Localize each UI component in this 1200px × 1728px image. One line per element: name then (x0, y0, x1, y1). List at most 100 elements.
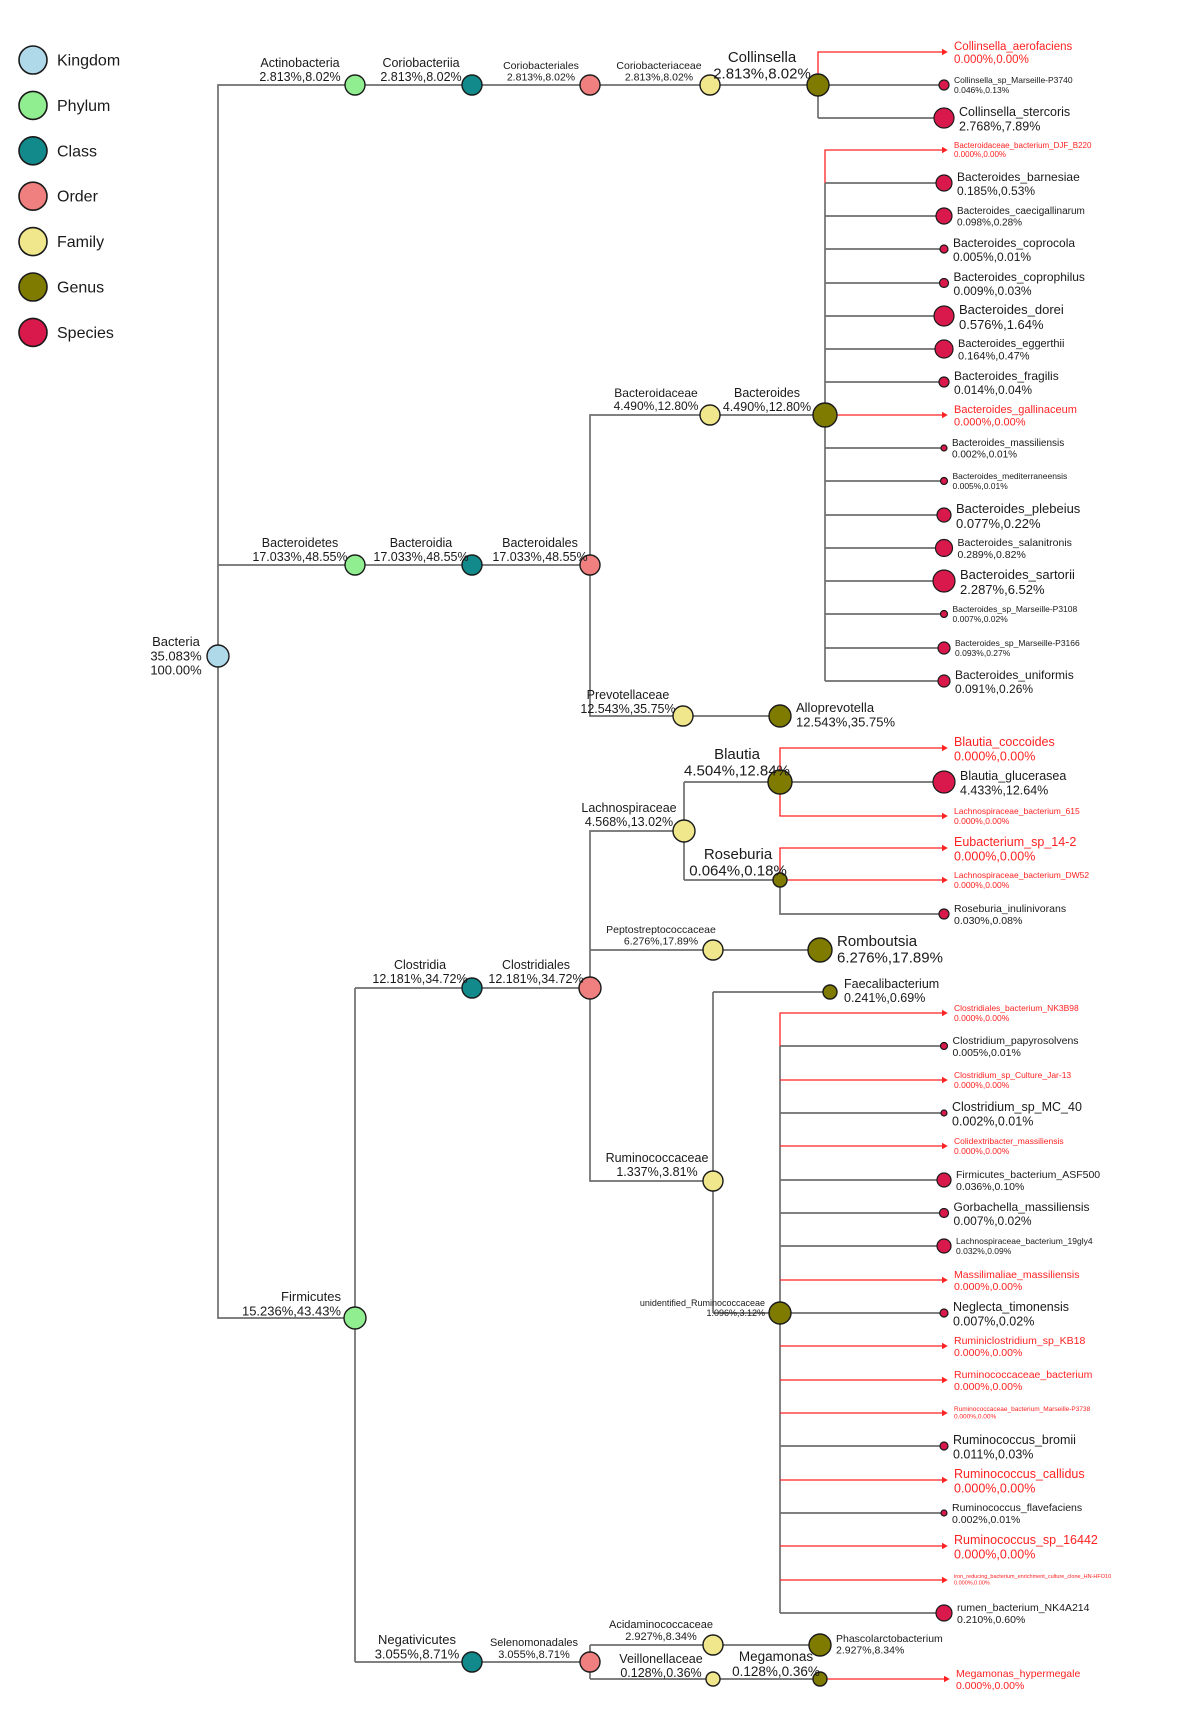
legend-order-swatch (18, 181, 48, 211)
label-collinsella-value: 2.813%,8.02% (713, 66, 811, 83)
tip-label-collinsella-stercoris-name: Collinsella_stercoris (959, 105, 1070, 119)
missing-species-arrow-lachnospiraceae-bacterium-615 (942, 812, 948, 820)
species-node-lachnospiraceae-bacterium-19gly4-circle (936, 1238, 952, 1254)
tip-label-bacteroidaceae-bacterium-djf-b220-name: Bacteroidaceae_bacterium_DJF_B220 (954, 141, 1092, 150)
label-negativicutes-name: Negativicutes (378, 1632, 457, 1647)
tip-label-iron-reducing-bacterium-enrichment-culture-clone-hn-hfo10-value: 0.000%,0.00% (954, 1580, 990, 1586)
species-node-bacteroides-dorei-circle (933, 305, 955, 327)
legend-kingdom-label: Kingdom (57, 53, 120, 70)
node-bacteroidaceae-family-circle (699, 404, 721, 426)
tip-label-bacteroides-caecigallinarum-name: Bacteroides_caecigallinarum (957, 206, 1085, 217)
tip-label-firmicutes-bacterium-asf500-name: Firmicutes_bacterium_ASF500 (956, 1169, 1100, 1181)
node-blautia-genus-circle (767, 769, 793, 795)
tip-label-collinsella-aerofaciens-name: Collinsella_aerofaciens (954, 41, 1073, 53)
species-node-bacteroides-sp-marseille-p3108-circle (939, 609, 949, 619)
label-bacteroides-name: Bacteroides (734, 386, 800, 400)
label-bacteria-name: Bacteria (152, 634, 200, 649)
node-acidaminococcaceae-family-circle (702, 1634, 724, 1656)
label-acidaminococcaceae-value: 2.927%,8.34% (625, 1631, 697, 1643)
tip-label-iron-reducing-bacterium-enrichment-culture-clone-hn-hfo10-name: iron_reducing_bacterium_enrichment_cultu… (954, 1574, 1111, 1580)
tip-label-bacteroides-eggerthii-value: 0.164%,0.47% (958, 351, 1030, 363)
species-node-ruminococcus-flavefaciens-circle (940, 1509, 948, 1517)
tip-label-lachnospiraceae-bacterium-615-name: Lachnospiraceae_bacterium_615 (954, 806, 1080, 816)
legend-species-swatch (18, 317, 48, 348)
species-node-collinsella-sp-marseille-p3740-circle (938, 79, 950, 91)
tip-label-bacteroides-gallinaceum-value: 0.000%,0.00% (954, 417, 1026, 429)
species-node-bacteroides-coprocola-circle (939, 244, 949, 254)
species-node-bacteroides-eggerthii-circle (934, 339, 954, 359)
node-collinsella-genus-circle (806, 73, 830, 97)
species-node-firmicutes-bacterium-asf500-circle (936, 1172, 952, 1188)
label-prevotellaceae-value: 12.543%,35.75% (580, 702, 675, 716)
tip-label-collinsella-stercoris-value: 2.768%,7.89% (959, 119, 1040, 133)
missing-species-arrow-colidextribacter-massiliensis (942, 1142, 948, 1150)
label-megamonas-value: 0.128%,0.36% (732, 1664, 820, 1679)
node-romboutsia-genus-circle (807, 937, 833, 963)
node-megamonas-genus-circle (812, 1671, 828, 1687)
label-collinsella-name: Collinsella (728, 49, 797, 66)
node-phascolarctobacterium-genus-circle (808, 1633, 832, 1657)
label-peptostreptococcaceae-name: Peptostreptococcaceae (606, 924, 716, 936)
label-clostridiales-value: 12.181%,34.72% (488, 972, 583, 986)
label-bacteroidales-name: Bacteroidales (502, 536, 578, 550)
label-actinobacteria-name: Actinobacteria (260, 56, 339, 70)
missing-species-arrow-ruminococcaceae-bacterium (942, 1376, 948, 1384)
tip-label-bacteroides-plebeius-value: 0.077%,0.22% (956, 516, 1041, 531)
label-roseburia-name: Roseburia (704, 846, 773, 863)
branch-line-missing (779, 782, 944, 817)
label-firmicutes-value: 15.236%,43.43% (242, 1303, 341, 1318)
label-bacteroidia-name: Bacteroidia (390, 536, 453, 550)
tip-label-colidextribacter-massiliensis-name: Colidextribacter_massiliensis (954, 1136, 1064, 1146)
tip-label-colidextribacter-massiliensis-value: 0.000%,0.00% (954, 1146, 1010, 1156)
missing-species-arrow-eubacterium-sp-14-2 (942, 844, 948, 852)
label-bacteroides-value: 4.490%,12.80% (723, 400, 811, 414)
node-veillonellaceae-family-circle (705, 1671, 721, 1687)
legend-family-swatch (18, 226, 48, 257)
tip-label-lachnospiraceae-bacterium-dw52-value: 0.000%,0.00% (954, 880, 1010, 890)
label-clostridia-value: 12.181%,34.72% (372, 972, 467, 986)
tip-label-ruminococcaceae-bacterium-marseille-p3738-value: 0.000%,0.00% (954, 1413, 997, 1420)
tip-label-clostridium-sp-culture-jar-13-value: 0.000%,0.00% (954, 1080, 1010, 1090)
label-clostridiales-name: Clostridiales (502, 958, 570, 972)
tip-label-rumen-bacterium-nk4a214-value: 0.210%,0.60% (957, 1614, 1025, 1626)
species-node-bacteroides-mediterraneensis-circle (939, 476, 949, 486)
tip-label-roseburia-inulinivorans-value: 0.030%,0.08% (954, 915, 1022, 927)
branch-line-missing (817, 51, 944, 85)
tip-label-clostridium-sp-culture-jar-13-name: Clostridium_sp_Culture_Jar-13 (954, 1070, 1071, 1080)
species-node-collinsella-stercoris-circle (933, 107, 955, 129)
tip-label-eubacterium-sp-14-2-name: Eubacterium_sp_14-2 (954, 835, 1076, 849)
node-faecalibacterium-genus-circle (822, 984, 838, 1000)
label-coriobacteriaceae-value: 2.813%,8.02% (625, 72, 693, 84)
species-node-bacteroides-coprophilus-circle (938, 277, 950, 289)
species-node-clostridium-sp-mc-40-circle (940, 1109, 948, 1117)
label-bacteroidetes-value: 17.033%,48.55% (252, 550, 347, 564)
tip-label-neglecta-timonensis-name: Neglecta_timonensis (953, 1300, 1069, 1314)
tip-label-bacteroides-dorei-name: Bacteroides_dorei (959, 302, 1064, 317)
branch-line (589, 830, 713, 1182)
node-ruminococcaceae-family-circle (702, 1170, 724, 1192)
label-bacteroidaceae-name: Bacteroidaceae (614, 386, 698, 400)
node-selenomonadales-order-circle (579, 1651, 601, 1673)
missing-species-arrow-lachnospiraceae-bacterium-dw52 (942, 876, 948, 884)
tip-label-massilimaliae-massiliensis-value: 0.000%,0.00% (954, 1281, 1022, 1293)
species-node-bacteroides-sp-marseille-p3166-circle (937, 641, 951, 655)
tip-label-ruminococcus-bromii-name: Ruminococcus_bromii (953, 1433, 1076, 1447)
species-node-gorbachella-massiliensis-circle (938, 1207, 950, 1219)
label-firmicutes-name: Firmicutes (281, 1289, 341, 1304)
node-coriobacteriaceae-family-circle (699, 74, 721, 96)
missing-species-arrow-bacteroides-gallinaceum (942, 411, 948, 419)
tip-label-ruminiclostridium-sp-kb18-name: Ruminiclostridium_sp_KB18 (954, 1335, 1085, 1347)
missing-species-arrow-megamonas-hypermegale (944, 1675, 950, 1683)
node-prevotellaceae-family-circle (672, 705, 694, 727)
label-bacteroidia-value: 17.033%,48.55% (373, 550, 468, 564)
branch-line (589, 414, 825, 717)
label-selenomonadales-name: Selenomonadales (490, 1637, 579, 1649)
missing-species-arrow-collinsella-aerofaciens (942, 48, 948, 56)
tip-label-bacteroides-caecigallinarum-value: 0.098%,0.28% (957, 218, 1022, 229)
missing-species-arrow-clostridium-sp-culture-jar-13 (942, 1076, 948, 1084)
legend-genus-label: Genus (57, 280, 104, 297)
legend-phylum-swatch (18, 90, 48, 121)
tip-label-bacteroides-coprocola-value: 0.005%,0.01% (953, 250, 1031, 264)
label-actinobacteria-value: 2.813%,8.02% (259, 70, 340, 84)
